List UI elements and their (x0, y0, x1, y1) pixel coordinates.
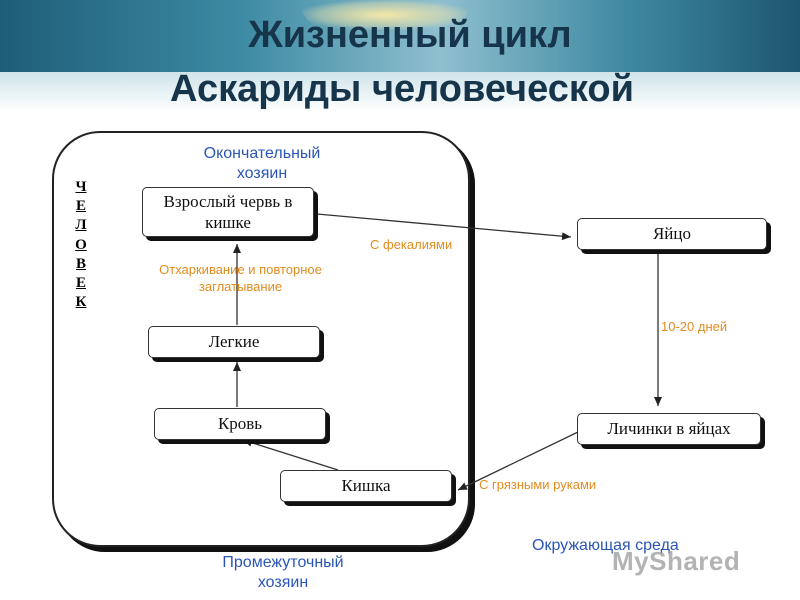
label-dirty-hands: С грязными руками (479, 477, 597, 492)
node-egg: Яйцо (577, 218, 767, 250)
node-intestine: Кишка (280, 470, 452, 502)
environment-label: Окружающая среда (532, 537, 679, 554)
vertical-letter: В (75, 255, 86, 272)
arrow-adult-to-egg (316, 213, 572, 241)
vertical-letter: Е (75, 275, 86, 292)
title-line-2: Аскариды человеческой (170, 68, 634, 110)
node-lungs: Легкие (148, 326, 320, 358)
definitive-host-label: Окончательный хозяин (203, 145, 321, 182)
vertical-label-human: Ч Е Л О В Е К (70, 178, 92, 312)
vertical-letter: К (75, 294, 87, 311)
label-days: 10-20 дней (661, 319, 728, 334)
title-line-1: Жизненный цикл (248, 14, 572, 56)
header-glow (300, 0, 470, 30)
vertical-letter: Л (75, 217, 87, 234)
vertical-letter: О (75, 236, 87, 253)
node-larvae-in-eggs: Личинки в яйцах (577, 413, 761, 445)
node-blood: Кровь (154, 408, 326, 440)
vertical-letter: Ч (75, 179, 87, 195)
header-fade (0, 72, 800, 112)
watermark-text: MyShared (612, 546, 741, 576)
arrow-larvae-to-intestine (457, 431, 579, 491)
intermediate-host-label: Промежуточный хозяин (222, 554, 344, 591)
watermark-logo: MyShared (612, 546, 740, 577)
label-coughing: Отхаркивание и повторное заглатывание (159, 262, 322, 294)
node-adult-worm: Взрослый червь в кишке (142, 187, 314, 237)
label-with-feces: С фекалиями (370, 237, 453, 252)
arrow-intestine-to-blood (242, 438, 339, 471)
vertical-letter: Е (75, 198, 86, 215)
